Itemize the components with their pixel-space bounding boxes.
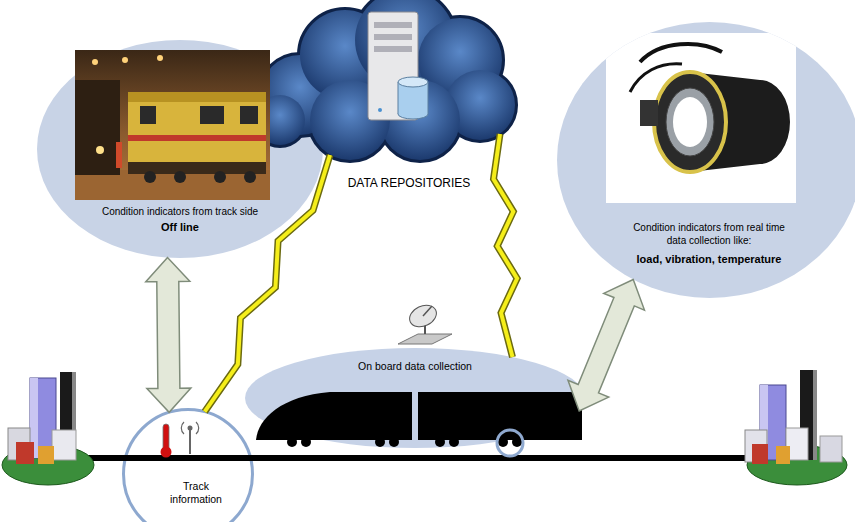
server-slot [374,34,412,40]
city-building [38,446,54,464]
track-circle: Track information [122,408,254,522]
connector-group [146,258,191,413]
node-text: Condition indicators from real time data… [624,222,794,247]
train-wheel [512,437,522,447]
condition-ellipse: Condition indicators from track sideOff … [37,40,323,258]
cloud-outline [255,95,305,145]
ceiling-light [157,55,163,61]
train-wheel [498,437,508,447]
vehicle-wheel [244,171,256,183]
lamp [96,146,104,154]
train-wheel [375,437,385,447]
node-outline [255,0,505,196]
database-side [398,82,399,114]
depot-photo [75,50,270,200]
cloud-shape [255,95,305,145]
server-led [378,108,382,112]
city-building [16,442,34,464]
vehicle-window [140,106,156,124]
node-text: Condition indicators from track side [70,206,290,219]
cloud-shape [310,80,390,160]
server-slot [374,46,412,52]
sensor-box [640,100,658,126]
condition-ellipse: Condition indicators from real time data… [557,22,855,298]
bearing-inner-ring [666,88,714,156]
city-building [752,444,768,464]
thermometer-bulb [161,447,172,458]
vehicle-window [240,106,258,124]
sensor-cable [640,44,722,62]
vehicle-wheel [174,171,186,183]
bearing-ring [654,72,726,172]
node-text: On board data collection [315,360,515,373]
city-building [776,446,790,464]
server-slot [374,22,412,28]
train-wheel [287,437,297,447]
cloud-outline [380,80,460,160]
node-text: Off line [70,221,290,235]
bearing-bore [673,97,707,147]
city-building [52,430,76,460]
double-block-arrow [568,280,644,411]
connector-group [494,134,518,357]
depot-wall [75,80,120,175]
photo-ground [606,33,796,203]
train-wheel [389,437,399,447]
ceiling-light [92,59,98,65]
cloud-outline [310,80,390,160]
vehicle-roof [128,92,266,102]
node-text: load, vibration, temperature [624,253,794,267]
dish-feed [423,306,432,316]
antenna-tip [188,426,193,431]
antenna-wave [181,422,184,434]
bearing-photo [606,33,796,203]
city-building [820,436,842,462]
worker-figure [116,142,122,168]
vehicle-stripe [128,135,266,141]
onboard-ellipse: On board data collection [245,348,585,448]
train-wheel [301,437,311,447]
track-circle [124,410,253,522]
data-cloud: DATA REPOSITORIES [255,0,505,196]
train-wheel [449,437,459,447]
cloud-shape [380,80,460,160]
vehicle-wheel [144,171,156,183]
condition-ellipse [557,22,855,298]
antenna-mast [189,430,191,454]
vehicle-window [200,106,224,124]
railway-track [85,455,765,461]
onboard-ellipse [245,348,585,448]
database-top [398,77,428,87]
wireless-link [494,134,518,357]
lightning-outline [494,134,518,357]
train-wheel [435,437,445,447]
vehicle-wheel [214,171,226,183]
vehicle-body [128,92,266,162]
dish-base [398,334,452,344]
node-text: Track information [156,480,236,506]
node-text: DATA REPOSITORIES [309,176,509,191]
wheel-highlight [497,430,523,456]
dish-reflector [406,301,440,331]
database-side [428,82,429,114]
ceiling-light [122,57,128,63]
city-tower [813,370,817,460]
double-block-arrow [146,258,191,413]
connector-group [568,280,644,411]
antenna-wave [196,422,199,434]
